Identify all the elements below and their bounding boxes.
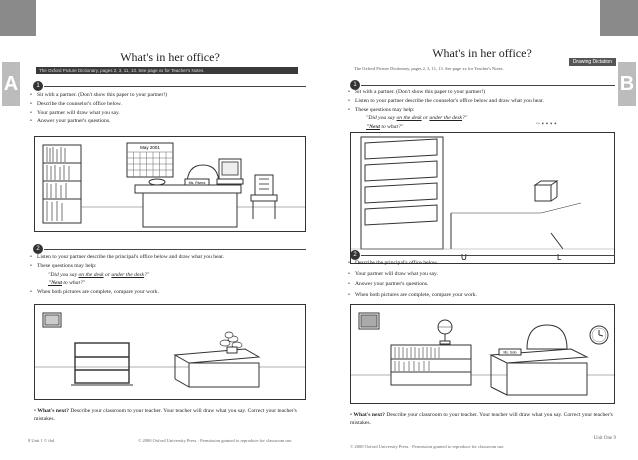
- question-example: "Did you say on the desk or under the de…: [366, 115, 468, 122]
- page-title: What's in her office?: [120, 50, 220, 64]
- section-rule: [361, 255, 615, 256]
- section-number-1: 1: [350, 80, 360, 90]
- instructions-1: Sit with a partner. (Don't show this pap…: [348, 88, 544, 132]
- question-example: "Next to what?": [366, 124, 404, 131]
- question-example: "Next to what?": [48, 280, 86, 287]
- scan-edge-left: [0, 0, 36, 36]
- left-page: What's in her office? The Oxford Picture…: [28, 36, 312, 452]
- footer-copyright: © 2000 Oxford University Press · Permiss…: [138, 438, 293, 443]
- instruction-item: Your partner will draw what you say.: [30, 109, 167, 118]
- page-title: What's in her office?: [432, 46, 532, 60]
- counselor-office-picture: May 2001 Ms. Rivera: [34, 136, 306, 232]
- instruction-item: Listen to your partner describe the prin…: [30, 253, 224, 262]
- page-tab-b: B: [618, 62, 636, 106]
- principal-office-picture: Ms. Soto: [350, 304, 615, 404]
- activity-label: Drawing Dictation: [568, 58, 616, 66]
- instruction-item: Sit with a partner. (Don't show this pap…: [348, 88, 544, 97]
- reference-bar: The Oxford Picture Dictionary, pages 2, …: [36, 67, 298, 74]
- page-tab-a: A: [2, 62, 20, 106]
- calendar-title: May 2001: [140, 145, 160, 150]
- office-drawing: Ms. Soto: [351, 312, 614, 396]
- office-drawing: U L: [351, 136, 614, 262]
- instruction-item: Answer your partner's questions.: [348, 279, 477, 290]
- section-number-2: 2: [33, 244, 43, 254]
- section-number-2: 2: [350, 250, 360, 260]
- instruction-item: These questions may help:: [348, 106, 544, 115]
- footer-copyright: © 2000 Oxford University Press · Permiss…: [350, 444, 505, 449]
- whats-next: • What's next? Describe your classroom t…: [34, 408, 297, 422]
- instruction-item: Sit with a partner. (Don't show this pap…: [30, 91, 167, 100]
- principal-office-picture: [34, 304, 306, 400]
- instruction-item: Describe the counselor's office below.: [30, 100, 167, 109]
- instruction-item: When both pictures are complete, compare…: [30, 288, 224, 297]
- instruction-item: Your partner will draw what you say.: [348, 269, 477, 280]
- instruction-item: Answer your partner's questions.: [30, 117, 167, 126]
- office-drawing: May 2001 Ms. Rivera: [42, 142, 305, 228]
- instructions-1: Sit with a partner. (Don't show this pap…: [30, 91, 167, 126]
- instructions-2: Describe the principal's office below. Y…: [348, 258, 477, 300]
- section-number-1: 1: [33, 81, 43, 91]
- whats-next: • What's next? Describe your classroom t…: [350, 412, 613, 426]
- instruction-item: These questions may help:: [30, 262, 224, 271]
- reference-line: The Oxford Picture Dictionary, pages 2, …: [354, 66, 504, 71]
- office-drawing: [35, 312, 305, 388]
- section-rule: [361, 85, 615, 86]
- section-rule: [44, 249, 306, 250]
- handwritten-scribble: ~ • • • •: [536, 120, 557, 128]
- right-page: What's in her office? Drawing Dictation …: [346, 36, 618, 452]
- instructions-2: Listen to your partner describe the prin…: [30, 253, 224, 297]
- page-number: Unit One 9: [593, 436, 616, 441]
- section-rule: [44, 86, 306, 87]
- instruction-item: Describe the principal's office below.: [348, 258, 477, 269]
- question-example: "Did you say on the desk or under the de…: [48, 271, 150, 278]
- instruction-item: Listen to your partner describe the coun…: [348, 97, 544, 106]
- scan-edge-right: [600, 0, 638, 36]
- footer-left: 8 Unit 1 © tbd: [28, 438, 55, 443]
- nameplate-text: Ms. Soto: [503, 351, 516, 355]
- nameplate-text: Ms. Rivera: [189, 181, 206, 185]
- counselor-office-picture: U L: [350, 132, 615, 264]
- label-l: L: [557, 253, 562, 262]
- instruction-item: When both pictures are complete, compare…: [348, 290, 477, 301]
